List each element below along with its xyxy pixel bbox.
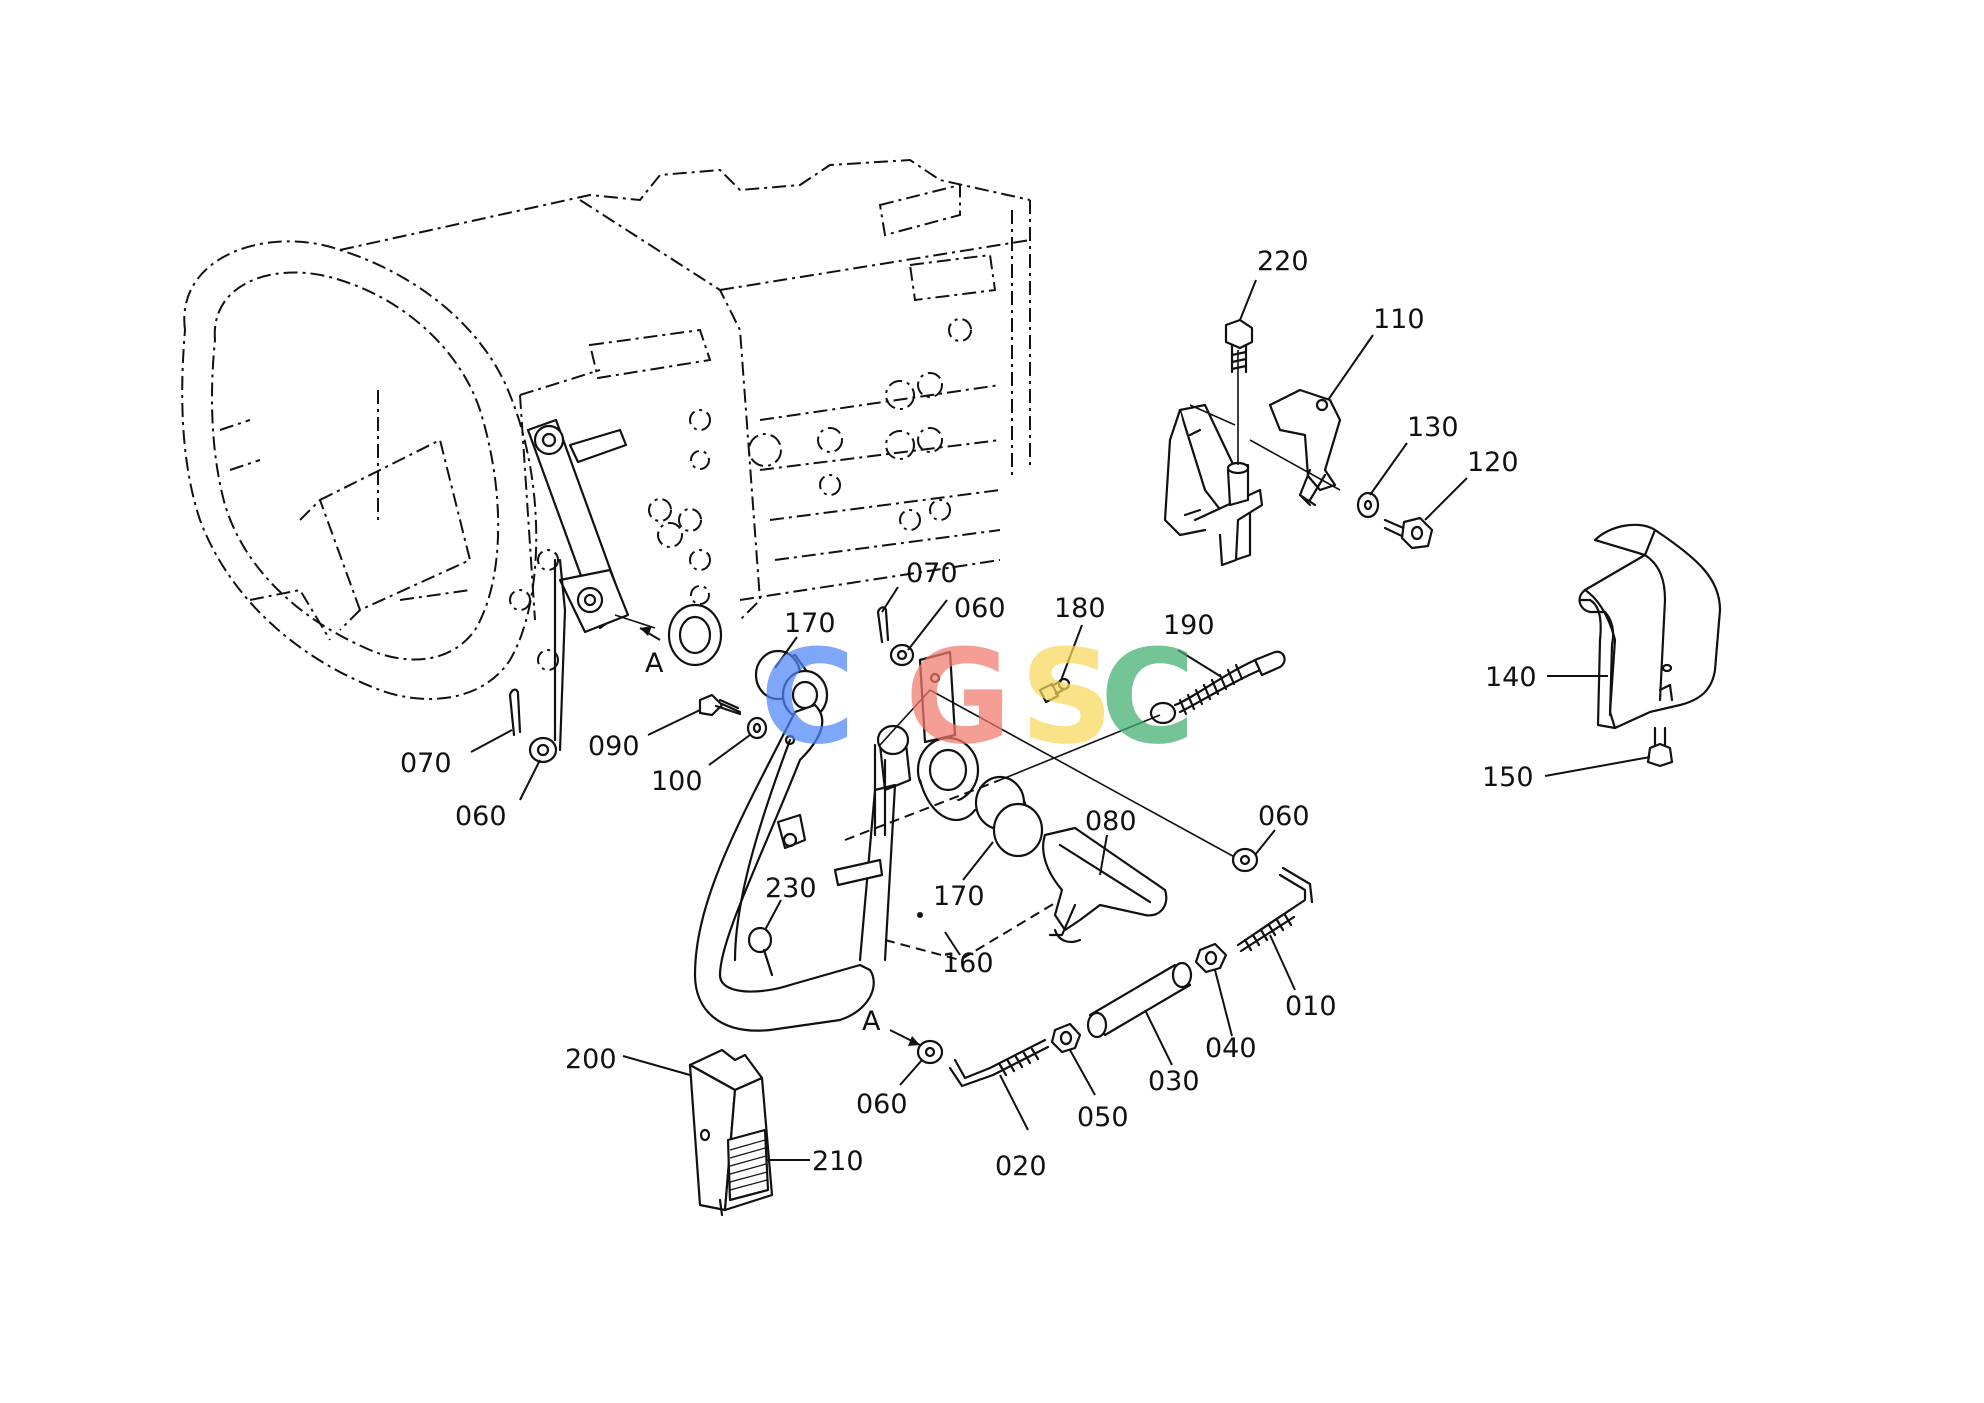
label-030: 030 <box>1148 1066 1200 1097</box>
label-060-top: 060 <box>954 593 1006 624</box>
release-arm <box>509 418 723 752</box>
label-050: 050 <box>1077 1102 1129 1133</box>
clutch-pedal-arm <box>693 703 1061 1032</box>
label-100: 100 <box>651 766 703 797</box>
label-170-upper: 170 <box>784 608 836 639</box>
label-200: 200 <box>565 1044 617 1075</box>
label-150: 150 <box>1482 762 1534 793</box>
label-130: 130 <box>1407 412 1459 443</box>
label-080: 080 <box>1085 806 1137 837</box>
bushing-170-upper <box>754 649 829 721</box>
label-120: 120 <box>1467 447 1519 478</box>
stopper-200 <box>688 1048 774 1217</box>
label-110: 110 <box>1373 304 1425 335</box>
watermark-letter-4: C <box>1100 621 1195 773</box>
label-220: 220 <box>1257 246 1309 277</box>
label-230: 230 <box>765 873 817 904</box>
upper-pin-washer <box>876 606 915 667</box>
reference-mark-a-bottom: A <box>862 1006 881 1037</box>
label-210: 210 <box>812 1146 864 1177</box>
label-160: 160 <box>942 948 994 979</box>
label-170-lower: 170 <box>933 881 985 912</box>
label-090: 090 <box>588 731 640 762</box>
bolt-220 <box>1224 318 1254 374</box>
label-140: 140 <box>1485 662 1537 693</box>
pedal-pad-080 <box>1042 826 1168 944</box>
label-060-bottom: 060 <box>856 1089 908 1120</box>
cover-140 <box>1578 523 1722 730</box>
label-180: 180 <box>1054 593 1106 624</box>
adjust-rod-assembly <box>916 689 1314 1088</box>
label-040: 040 <box>1205 1033 1257 1064</box>
label-070-left: 070 <box>400 748 452 779</box>
reference-mark-a-top: A <box>645 648 664 679</box>
spring-190 <box>999 650 1286 781</box>
bolt-150 <box>1646 726 1674 768</box>
label-070-top: 070 <box>906 558 958 589</box>
pedal-shaft <box>873 650 980 837</box>
watermark-letter-1: C <box>760 621 855 773</box>
watermark-letter-2: G <box>905 621 1012 773</box>
leader-lines <box>470 279 1651 1161</box>
part-number-labels: 220 110 130 120 140 150 190 180 060 070 … <box>400 246 1537 1182</box>
label-020: 020 <box>995 1151 1047 1182</box>
label-060-right: 060 <box>1258 801 1310 832</box>
transmission-housing <box>181 158 1031 700</box>
bracket-110 <box>1163 350 1342 567</box>
bolt-120 <box>1383 516 1434 550</box>
watermark: C G S C <box>760 621 1195 773</box>
label-010: 010 <box>1285 991 1337 1022</box>
label-190: 190 <box>1163 610 1215 641</box>
watermark-letter-3: S <box>1020 621 1114 773</box>
washer-130 <box>1356 491 1380 519</box>
label-060-left: 060 <box>455 801 507 832</box>
rubber-pad-210 <box>726 1128 770 1202</box>
bushing-170-lower <box>974 775 1044 858</box>
